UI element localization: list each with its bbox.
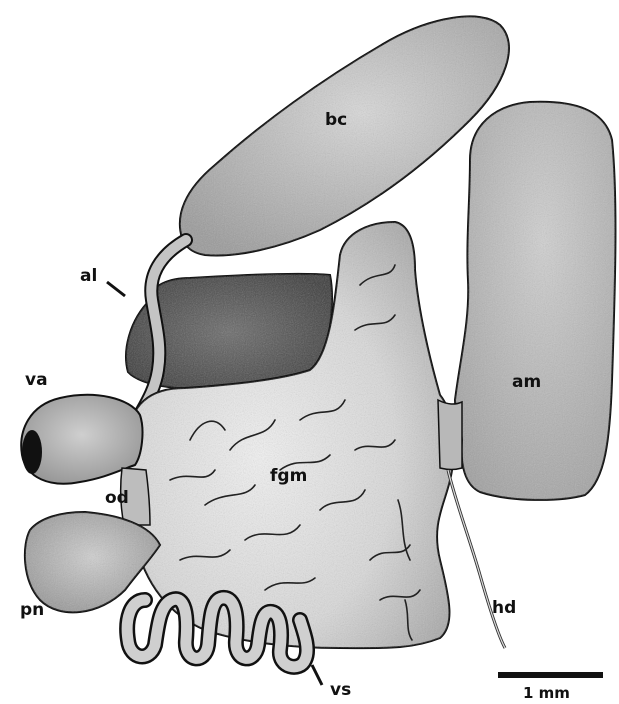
- label-am: am: [512, 374, 541, 391]
- label-va: va: [25, 372, 48, 389]
- label-fgm: fgm: [270, 468, 307, 485]
- label-pn: pn: [20, 602, 44, 619]
- label-vs: vs: [330, 682, 351, 699]
- bursa-copulatrix-shape: [180, 16, 509, 255]
- vs-pointer-line: [312, 665, 322, 685]
- label-od: od: [105, 490, 129, 507]
- al-pointer-line: [107, 282, 125, 296]
- albumen-mass-shape: [455, 102, 615, 500]
- scale-bar-label: 1 mm: [523, 686, 570, 701]
- vas-deferens-shape: [127, 598, 307, 667]
- label-hd: hd: [492, 600, 516, 617]
- label-bc: bc: [325, 112, 347, 129]
- label-al: al: [80, 268, 97, 285]
- connecting-stalk-shape: [438, 400, 462, 470]
